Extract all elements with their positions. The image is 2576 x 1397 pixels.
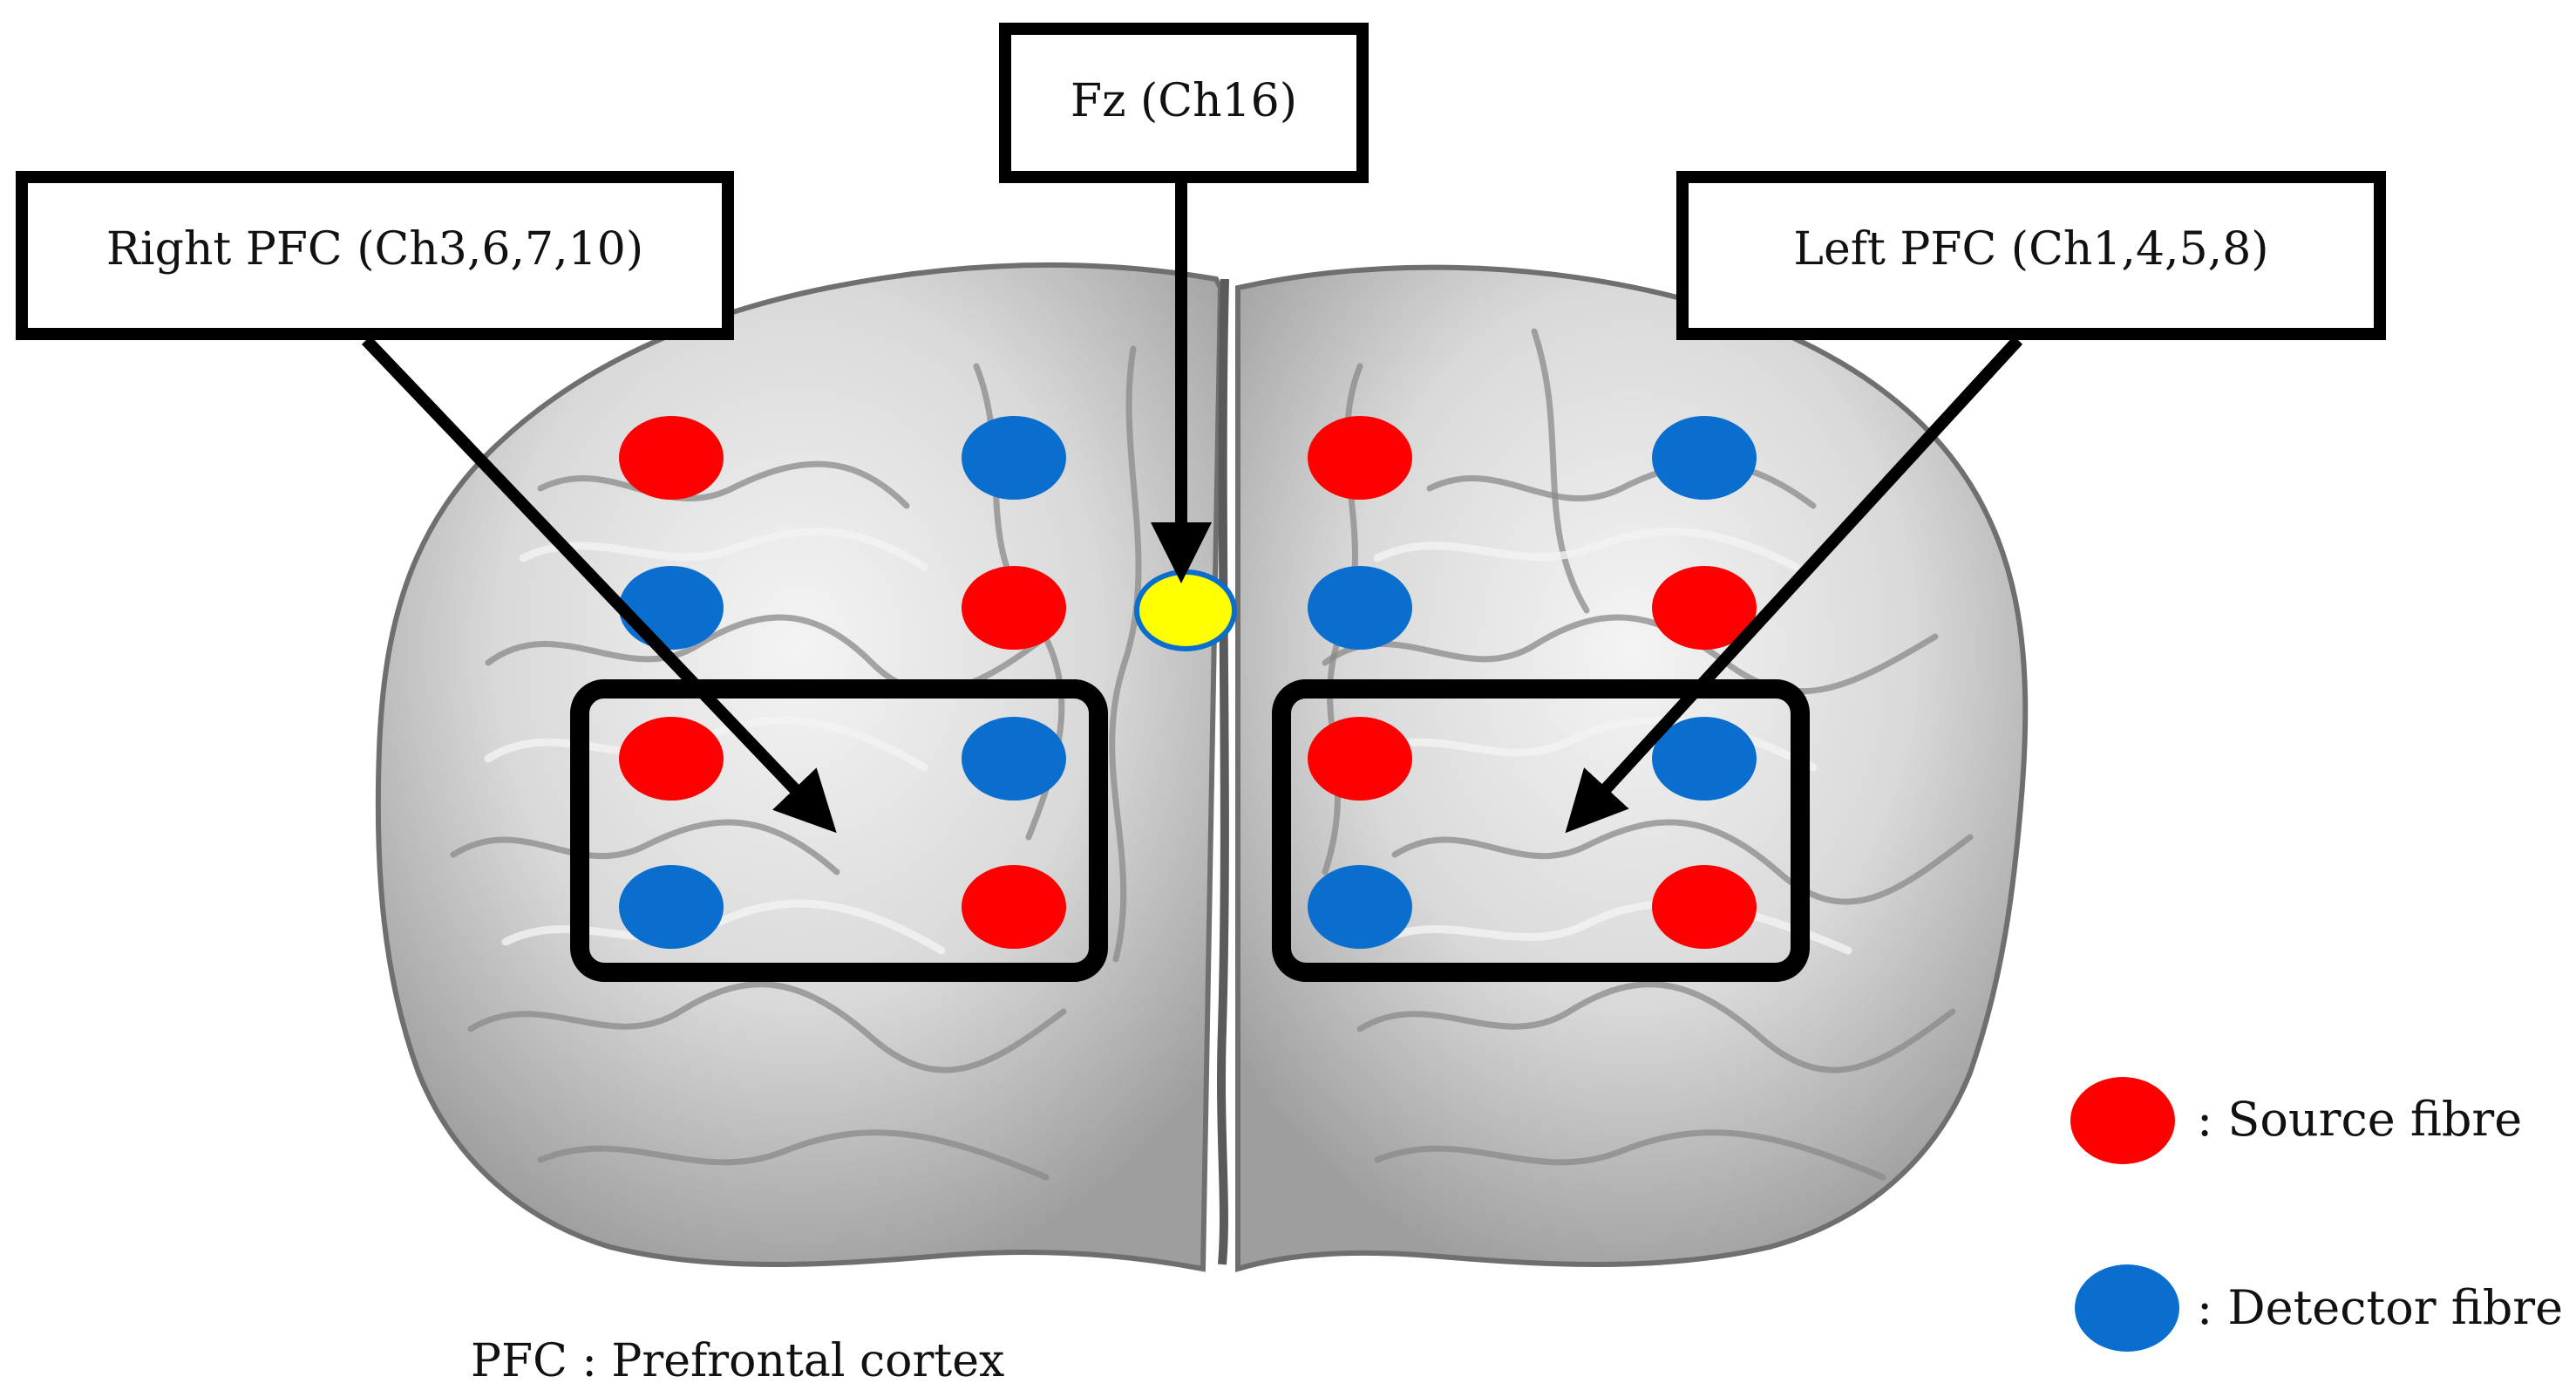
source-fibre-marker [962, 566, 1066, 650]
source-fibre-marker [1652, 865, 1757, 949]
left-pfc-callout: Left PFC (Ch1,4,5,8) [1676, 171, 2386, 340]
detector-fibre-marker [1308, 566, 1412, 650]
legend-detector-label: : Detector fibre [2197, 1280, 2563, 1335]
left-pfc-label-box [1676, 171, 2386, 340]
right-pfc-callout: Right PFC (Ch3,6,7,10) [16, 171, 734, 340]
source-fibre-marker [619, 416, 724, 500]
left-pfc-arrow [1565, 336, 2023, 834]
gyrus-line [537, 460, 910, 509]
legend-detector-swatch [2075, 1264, 2179, 1352]
gyrus-highlight [519, 528, 928, 571]
legend: : Source fibre : Detector fibre [2070, 1077, 2563, 1352]
left-pfc-region-box [1272, 679, 1810, 982]
source-fibre-marker [962, 865, 1066, 949]
detector-fibre-marker [1652, 416, 1757, 500]
detector-fibre-marker [962, 416, 1066, 500]
gyrus-line [1322, 614, 1939, 695]
source-fibre-marker [619, 717, 724, 801]
gyrus-line [1356, 981, 1956, 1073]
gyrus-line [1391, 819, 1974, 905]
right-pfc-label: Right PFC (Ch3,6,7,10) [106, 223, 643, 276]
fz-label-box [999, 23, 1369, 183]
gyrus-line [467, 981, 1067, 1073]
detector-fibre-marker [619, 566, 724, 650]
gyrus-line [1374, 1129, 1886, 1181]
fz-label: Fz (Ch16) [1071, 75, 1297, 127]
right-pfc-arrow [361, 336, 837, 834]
source-fibre-marker [1652, 566, 1757, 650]
gyrus-highlight [1373, 528, 1800, 571]
right-pfc-region-box [570, 679, 1108, 982]
source-fibre-marker [1308, 717, 1412, 801]
fz-callout: Fz (Ch16) [999, 23, 1369, 183]
gyrus-line [1109, 345, 1142, 963]
left-pfc-label: Left PFC (Ch1,4,5,8) [1793, 223, 2268, 276]
detector-fibre-marker [619, 865, 724, 949]
fz-reference-marker [1134, 569, 1237, 651]
source-fibre-marker [1308, 416, 1412, 500]
brain-right-hemisphere [375, 262, 1224, 1272]
detector-fibre-marker [1308, 865, 1412, 949]
gyrus-line [1531, 328, 1590, 614]
detector-fibre-marker [1652, 717, 1757, 801]
legend-source-swatch [2070, 1077, 2175, 1164]
legend-source-label: : Source fibre [2197, 1092, 2522, 1147]
right-pfc-label-box [16, 171, 734, 340]
detector-fibre-marker [962, 717, 1066, 801]
footnote-abbreviation: PFC : Prefrontal cortex [471, 1335, 1004, 1387]
longitudinal-fissure [1217, 278, 1229, 1265]
gyrus-line [537, 1129, 1050, 1181]
